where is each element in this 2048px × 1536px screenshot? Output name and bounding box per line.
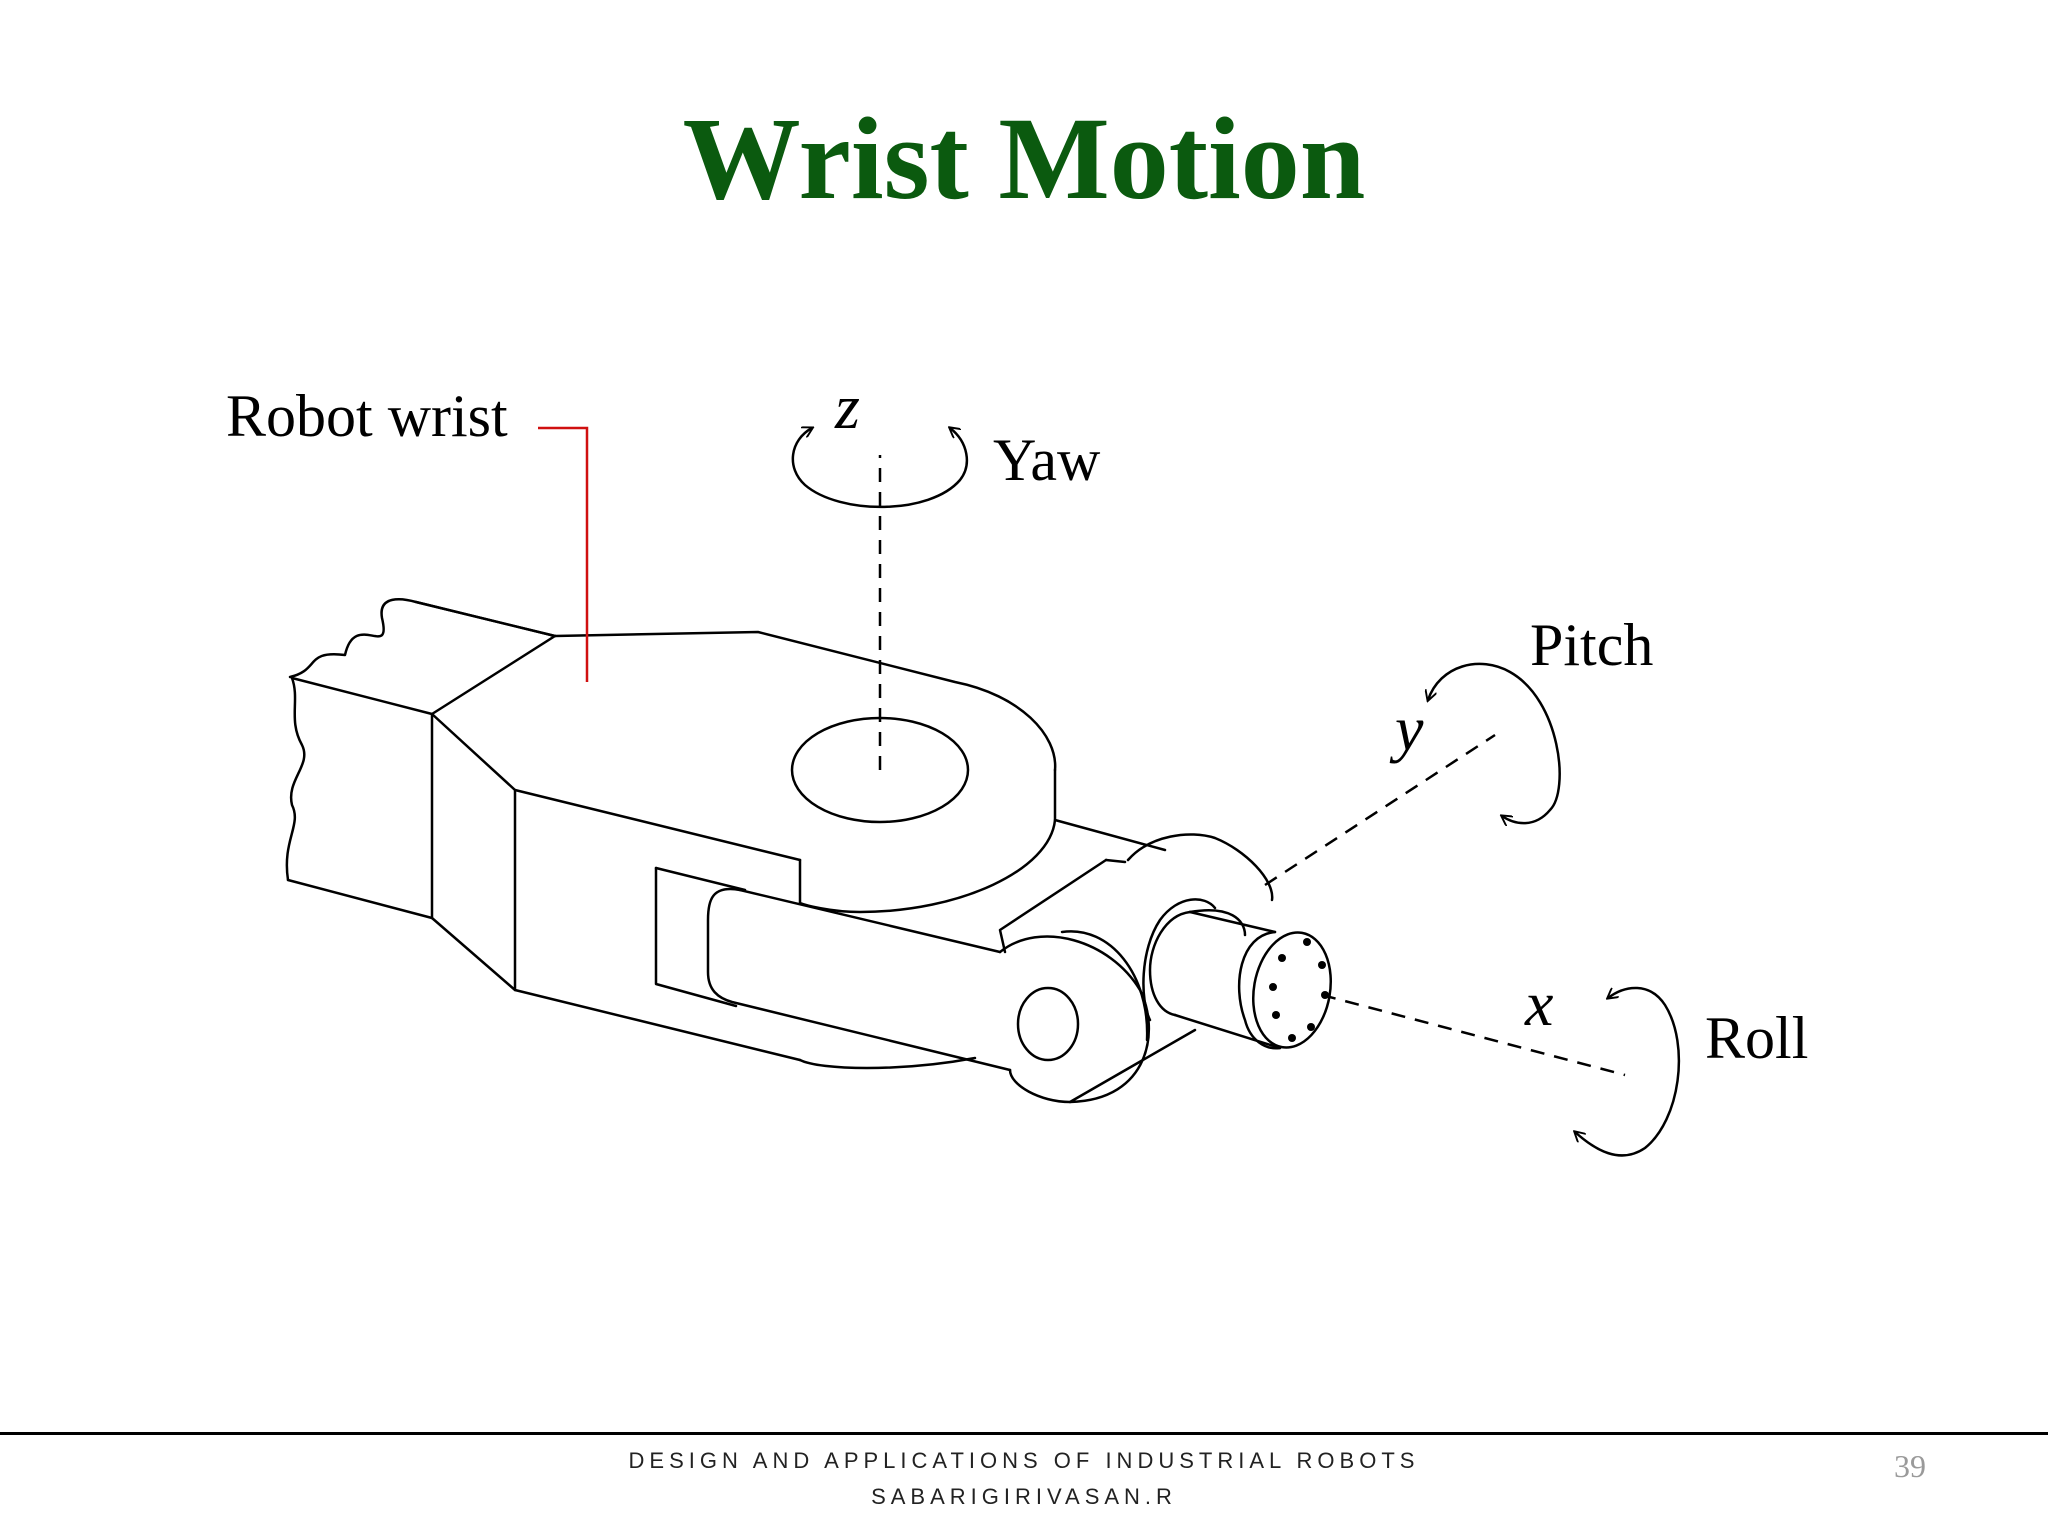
footer-rule [0,1432,2048,1435]
pitch-label: Pitch [1530,612,1653,678]
roll-cylinder-bottom [1173,1013,1282,1050]
z-axis-label: z [834,371,860,442]
collar [430,634,557,992]
body-back-bar2 [1104,858,1127,864]
roll-face-bolts [1269,938,1329,1042]
footer-author: SABARIGIRIVASAN.R [871,1484,1177,1509]
robot-wrist-leader-line [538,426,589,682]
knuckle-hole [1016,986,1080,1062]
arm-left-break [285,676,306,882]
pitch-knuckle-inner [1142,898,1217,1022]
knuckle-outer [998,935,1151,1104]
page-number: 39 [1894,1448,1926,1484]
arm-bottom-edge [286,878,434,920]
fork-bar [706,887,1012,1072]
roll-rotation-arrow [1575,986,1681,1157]
knuckle-bottom [1068,1028,1197,1104]
roll-cylinder-top [1188,910,1277,934]
footer-course-title: DESIGN AND APPLICATIONS OF INDUSTRIAL RO… [628,1448,1420,1473]
pitch-knuckle-arc [1188,909,1247,937]
body-back-bar [998,858,1108,954]
roll-cylinder-left [1148,910,1192,1017]
wrist-body-side [513,788,802,862]
arm-top-front [290,676,434,716]
yaw-rotation-arrow [791,428,968,509]
side-slot [654,866,738,1008]
slot-top [654,866,747,892]
x-axis-line [1321,993,1626,1077]
y-axis-label: y [1389,693,1424,764]
yaw-boss-rim [798,768,1057,914]
arm-top-edge [414,600,557,638]
pitch-knuckle [1126,833,1274,902]
wrist-body-top [553,630,1057,772]
roll-face-rim [1237,930,1282,1050]
yaw-label: Yaw [993,427,1101,493]
knuckle-side [1060,930,1149,1042]
x-axis-label: x [1524,968,1553,1039]
arm-break-edge [288,597,557,679]
fork-bar-top [738,888,1002,954]
y-axis-line [1264,733,1496,887]
roll-label: Roll [1705,1005,1808,1071]
robot-wrist-label: Robot wrist [226,383,508,449]
slide-title: Wrist Motion [682,93,1366,224]
wrist-body-front [513,988,802,1062]
pitch-rotation-arrow [1428,662,1561,823]
yaw-boss-lower [798,1056,977,1070]
